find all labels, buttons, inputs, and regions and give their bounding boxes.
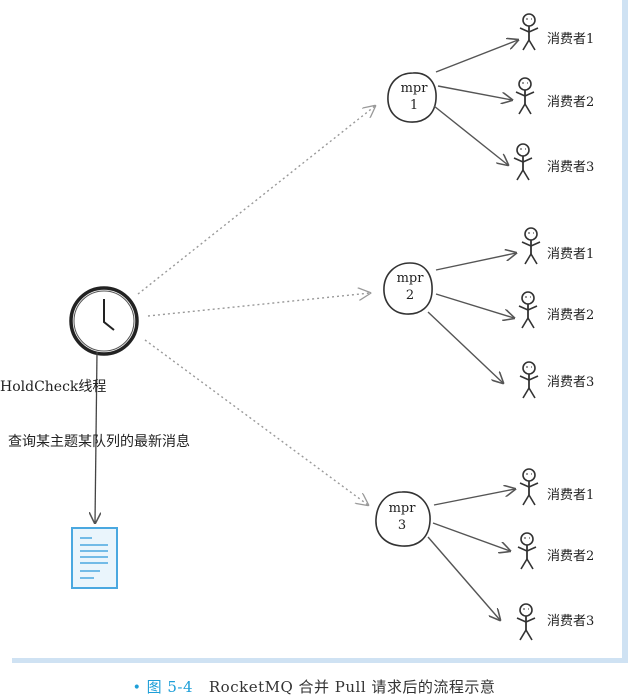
stick-figure-icon [516,603,536,641]
consumer-label: 消费者2 [547,95,595,110]
clock-icon [69,286,139,356]
stick-figure-icon [519,468,539,506]
consumer-label: 消费者1 [547,488,595,503]
caption-text: RocketMQ 合并 Pull 请求后的流程示意 [208,678,496,696]
consumer-label: 消费者3 [547,160,595,175]
mpr-node-2-name: mpr [396,271,424,286]
consumer-label: 消费者1 [547,247,595,262]
holdcheck-thread-label: HoldCheck线程 [0,379,107,395]
dotted-arrow-mpr1 [137,106,375,295]
caption-bullet: • [132,680,142,696]
mpr-node-2-circle [383,262,433,315]
stick-figure-icon [513,143,533,181]
consumer-label: 消费者3 [547,614,595,629]
stick-figure-icon [515,77,535,115]
stick-figure-icon [519,361,539,399]
stick-figure-icon [517,532,537,570]
mpr-node-3-circle [375,491,431,547]
dotted-arrow-mpr3 [144,339,368,505]
mpr-node-1-label: mpr 1 [396,80,432,114]
query-latest-message-label: 查询某主题某队列的最新消息 [8,434,190,450]
document-icon [71,527,118,589]
consumer-label: 消费者3 [547,375,595,390]
figure-number: 图 5-4 [146,678,194,696]
stick-figure-icon [519,13,539,51]
stick-figure-icon [521,227,541,265]
mpr-node-1-number: 1 [409,98,419,113]
mpr-node-2-label: mpr 2 [390,270,430,304]
frame-border-right [622,0,628,662]
mpr-node-1-name: mpr [400,81,428,96]
stick-figure-icon [518,291,538,329]
mpr-node-3-label: mpr 3 [382,500,422,534]
consumer-label: 消费者2 [547,308,595,323]
consumer-label: 消费者2 [547,549,595,564]
consumer-label: 消费者1 [547,32,595,47]
figure-caption: • 图 5-4 RocketMQ 合并 Pull 请求后的流程示意 [0,676,628,697]
clock-to-mpr-arrows [137,106,375,505]
mpr-to-consumer-arrows [427,40,518,620]
clock-to-document-arrow [95,351,97,523]
dotted-arrow-mpr2 [147,293,370,317]
mpr-node-3-number: 3 [397,518,407,533]
mpr-node-2-number: 2 [405,288,415,303]
mpr-node-1-circle [387,72,437,123]
consumer-figures [513,13,541,641]
mpr-node-3-name: mpr [388,501,416,516]
frame-border-bottom [12,658,628,663]
